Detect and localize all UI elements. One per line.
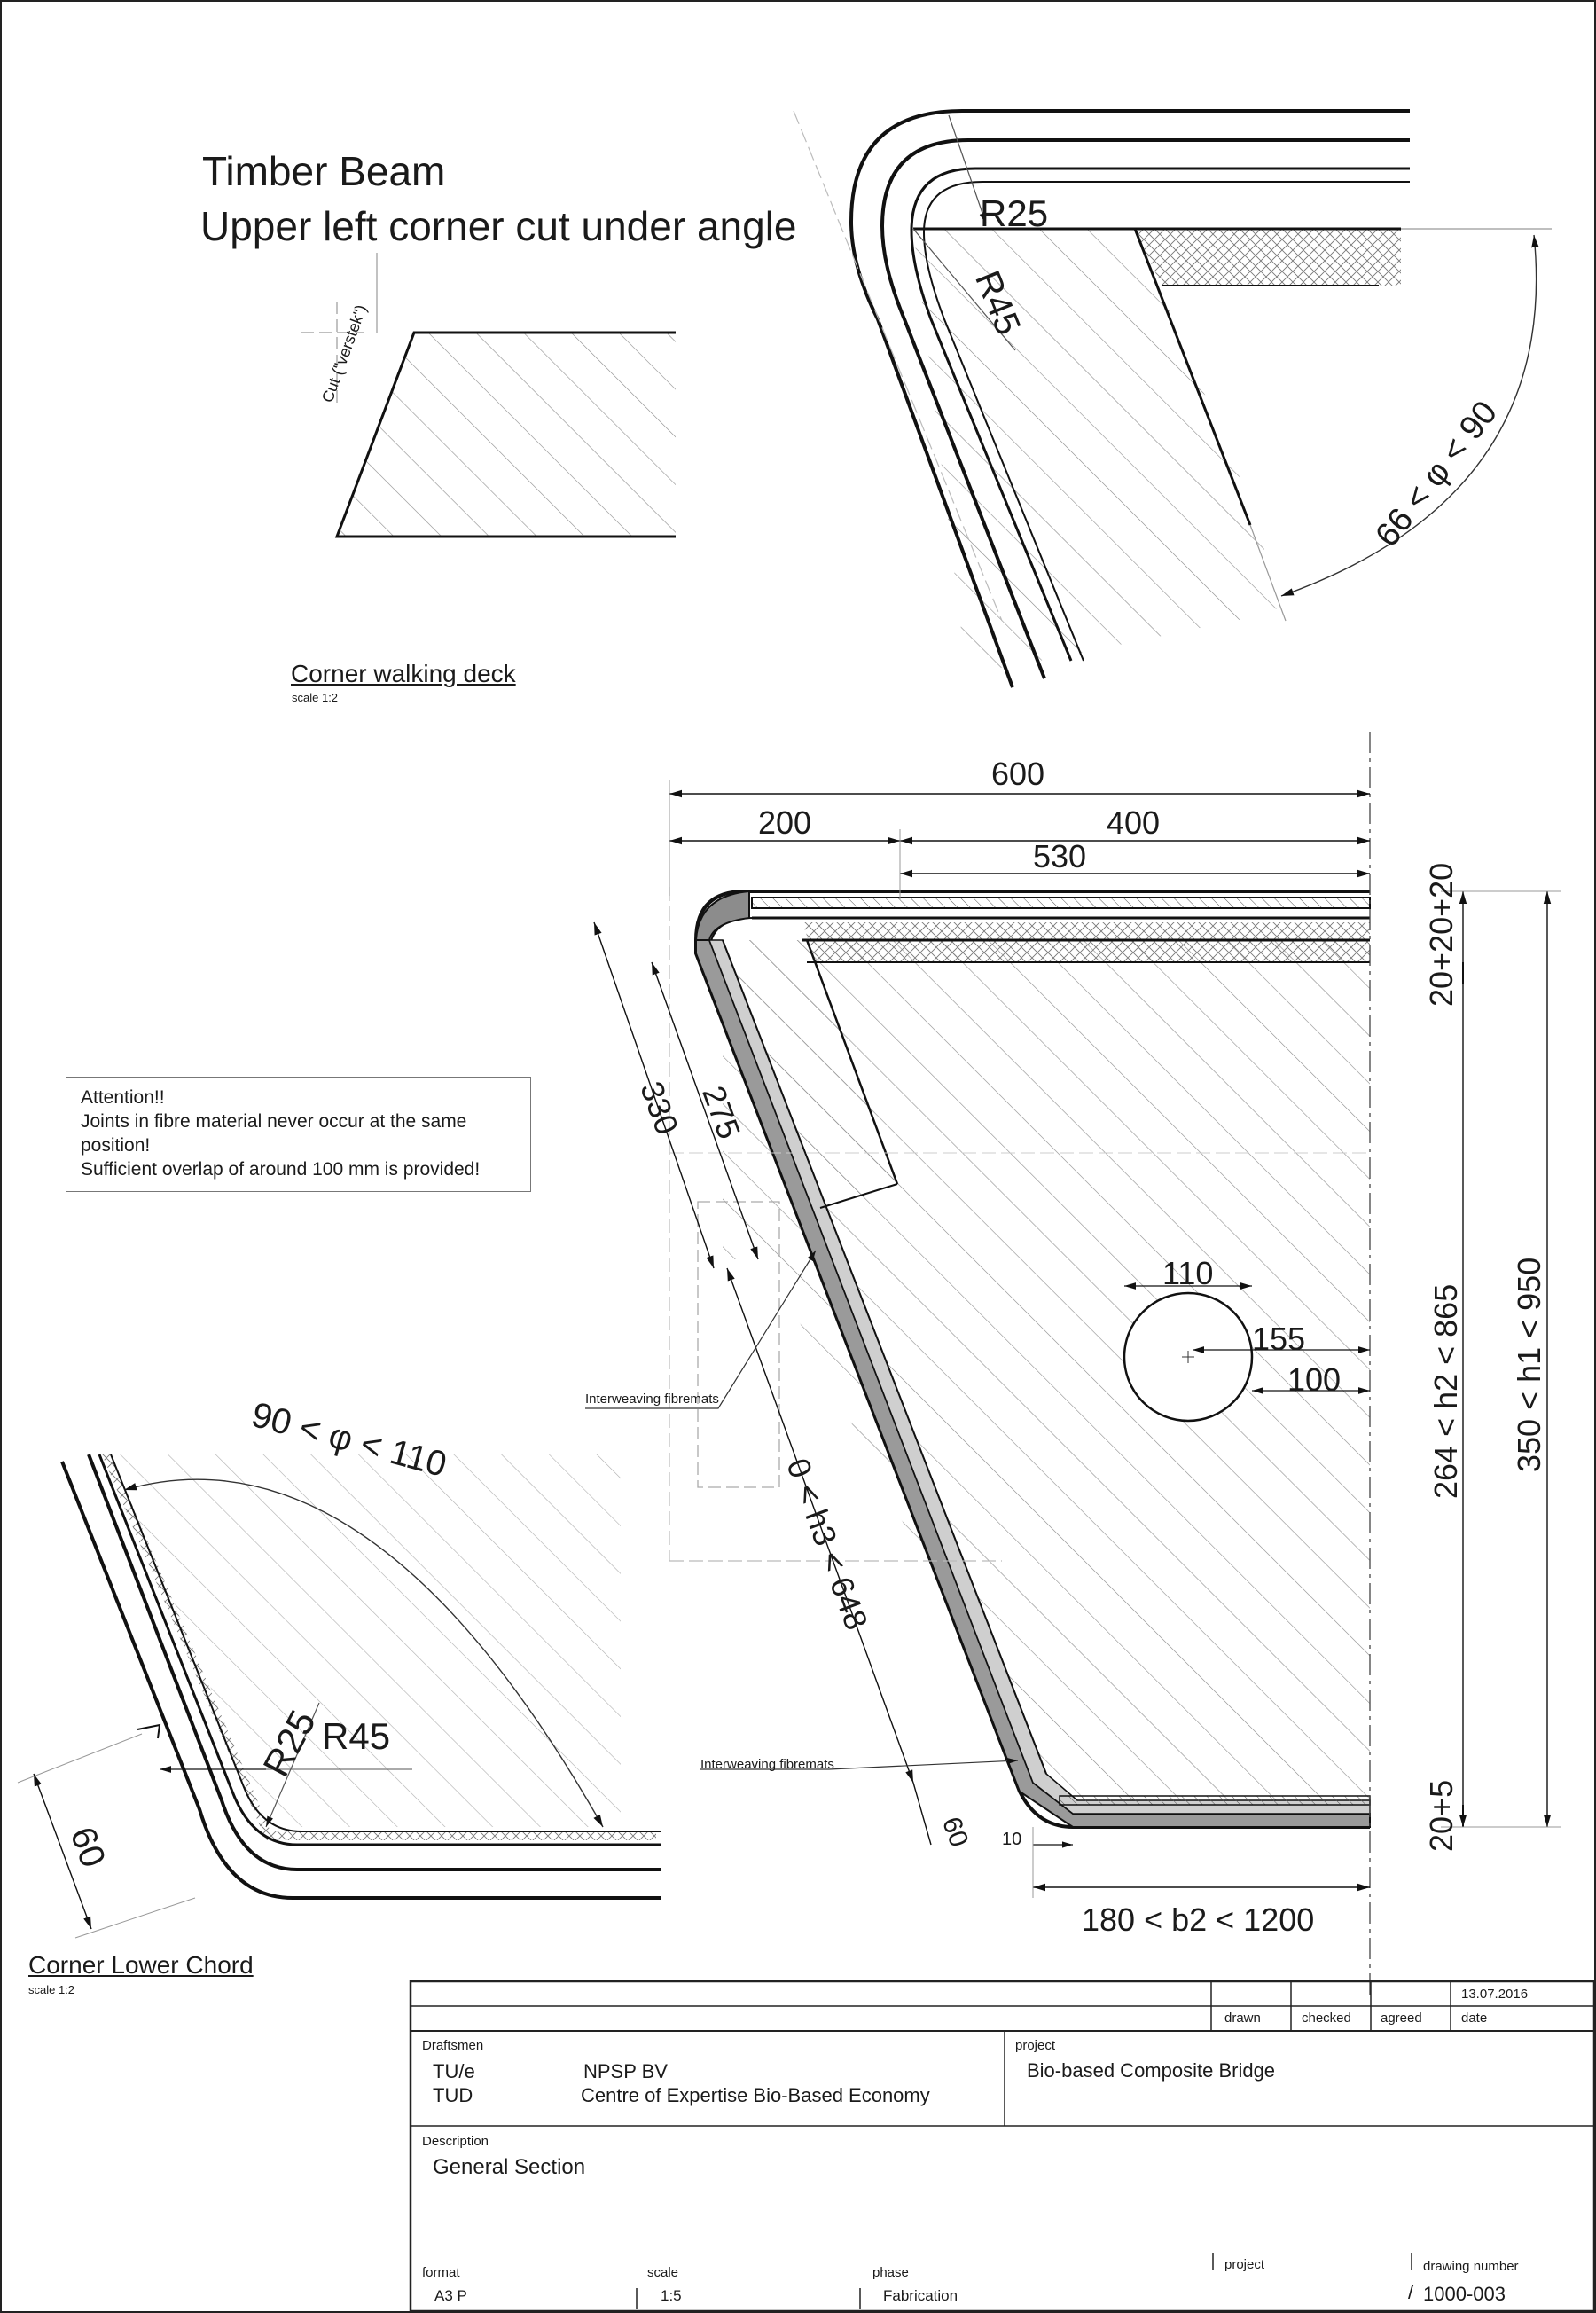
tb-header-drawn: drawn [1224,2011,1261,2026]
callout-fibremats-1: Interweaving fibremats [585,1392,719,1407]
title-block-frame [409,1980,1596,2313]
chord-radius-r45: R45 [322,1715,391,1757]
tb-scale-value: 1:5 [661,2287,682,2304]
attention-note: Attention!! Joints in fibre material nev… [66,1077,531,1192]
note-line-2: Joints in fibre material never occur at … [81,1111,467,1132]
tb-format-label: format [422,2265,460,2280]
tb-draftsmen-org-2: TUD [433,2084,473,2106]
tb-draftsmen-company-1: NPSP BV [583,2060,668,2082]
dim-h1: 350 < h1 < 950 [1511,1257,1547,1472]
note-line-1: Attention!! [81,1087,165,1108]
corner-lower-chord-detail [17,1454,661,1939]
hole-offset-100: 100 [1287,1361,1342,1398]
note-line-4: Sufficient overlap of around 100 mm is p… [81,1159,481,1180]
tb-drawing-number-slash: / [1408,2281,1414,2303]
tb-header-date: date [1461,2011,1488,2026]
tb-header-checked: checked [1302,2011,1351,2026]
timber-beam-subheading: Upper left corner cut under angle [200,203,797,249]
tb-format-value: A3 P [434,2287,467,2304]
tb-phase-label: phase [872,2265,909,2280]
tb-draftsmen-org-1: TU/e [433,2060,475,2082]
tb-project-label: project [1015,2038,1056,2053]
dim-h2: 264 < h2 < 865 [1428,1283,1464,1499]
tb-drawing-number-label: drawing number [1423,2259,1519,2274]
corner-walking-deck-scale: scale 1:2 [292,691,339,704]
hole-offset-155: 155 [1252,1321,1306,1357]
general-section-drawing [585,732,1561,1995]
dim-400: 400 [1107,804,1161,841]
tb-project-value: Bio-based Composite Bridge [1027,2059,1276,2082]
corner-walking-deck-detail [793,109,1552,688]
timber-beam-heading: Timber Beam [202,148,446,194]
dim-530: 530 [1033,838,1087,874]
deck-radius-r25: R25 [980,192,1049,234]
timber-beam-detail [301,253,676,538]
tb-phase-value: Fabrication [883,2287,958,2304]
tb-drawing-number-value: 1000-003 [1423,2283,1506,2305]
tb-draftsmen-label: Draftsmen [422,2038,484,2053]
note-line-3: position! [81,1135,151,1156]
tb-header-agreed: agreed [1381,2011,1422,2026]
corner-lower-chord-scale: scale 1:2 [28,1983,75,1996]
dim-600: 600 [991,756,1045,792]
tb-scale-label: scale [647,2265,679,2280]
dim-10: 10 [1002,1830,1022,1849]
tb-project-box-label: project [1224,2257,1265,2272]
dim-top-layers: 20+20+20 [1423,862,1459,1007]
tb-draftsmen-company-2: Centre of Expertise Bio-Based Economy [581,2084,930,2106]
corner-lower-chord-title: Corner Lower Chord [28,1951,254,1979]
hole-diameter: 110 [1162,1255,1214,1291]
corner-walking-deck-title: Corner walking deck [291,660,516,687]
dim-200: 200 [758,804,812,841]
dim-bottom-layers: 20+5 [1423,1779,1459,1852]
tb-description-label: Description [422,2134,489,2149]
dim-b2: 180 < b2 < 1200 [1082,1901,1315,1938]
tb-description-value: General Section [433,2155,586,2179]
callout-fibremats-2: Interweaving fibremats [700,1757,834,1772]
tb-date-value: 13.07.2016 [1461,1987,1529,2002]
